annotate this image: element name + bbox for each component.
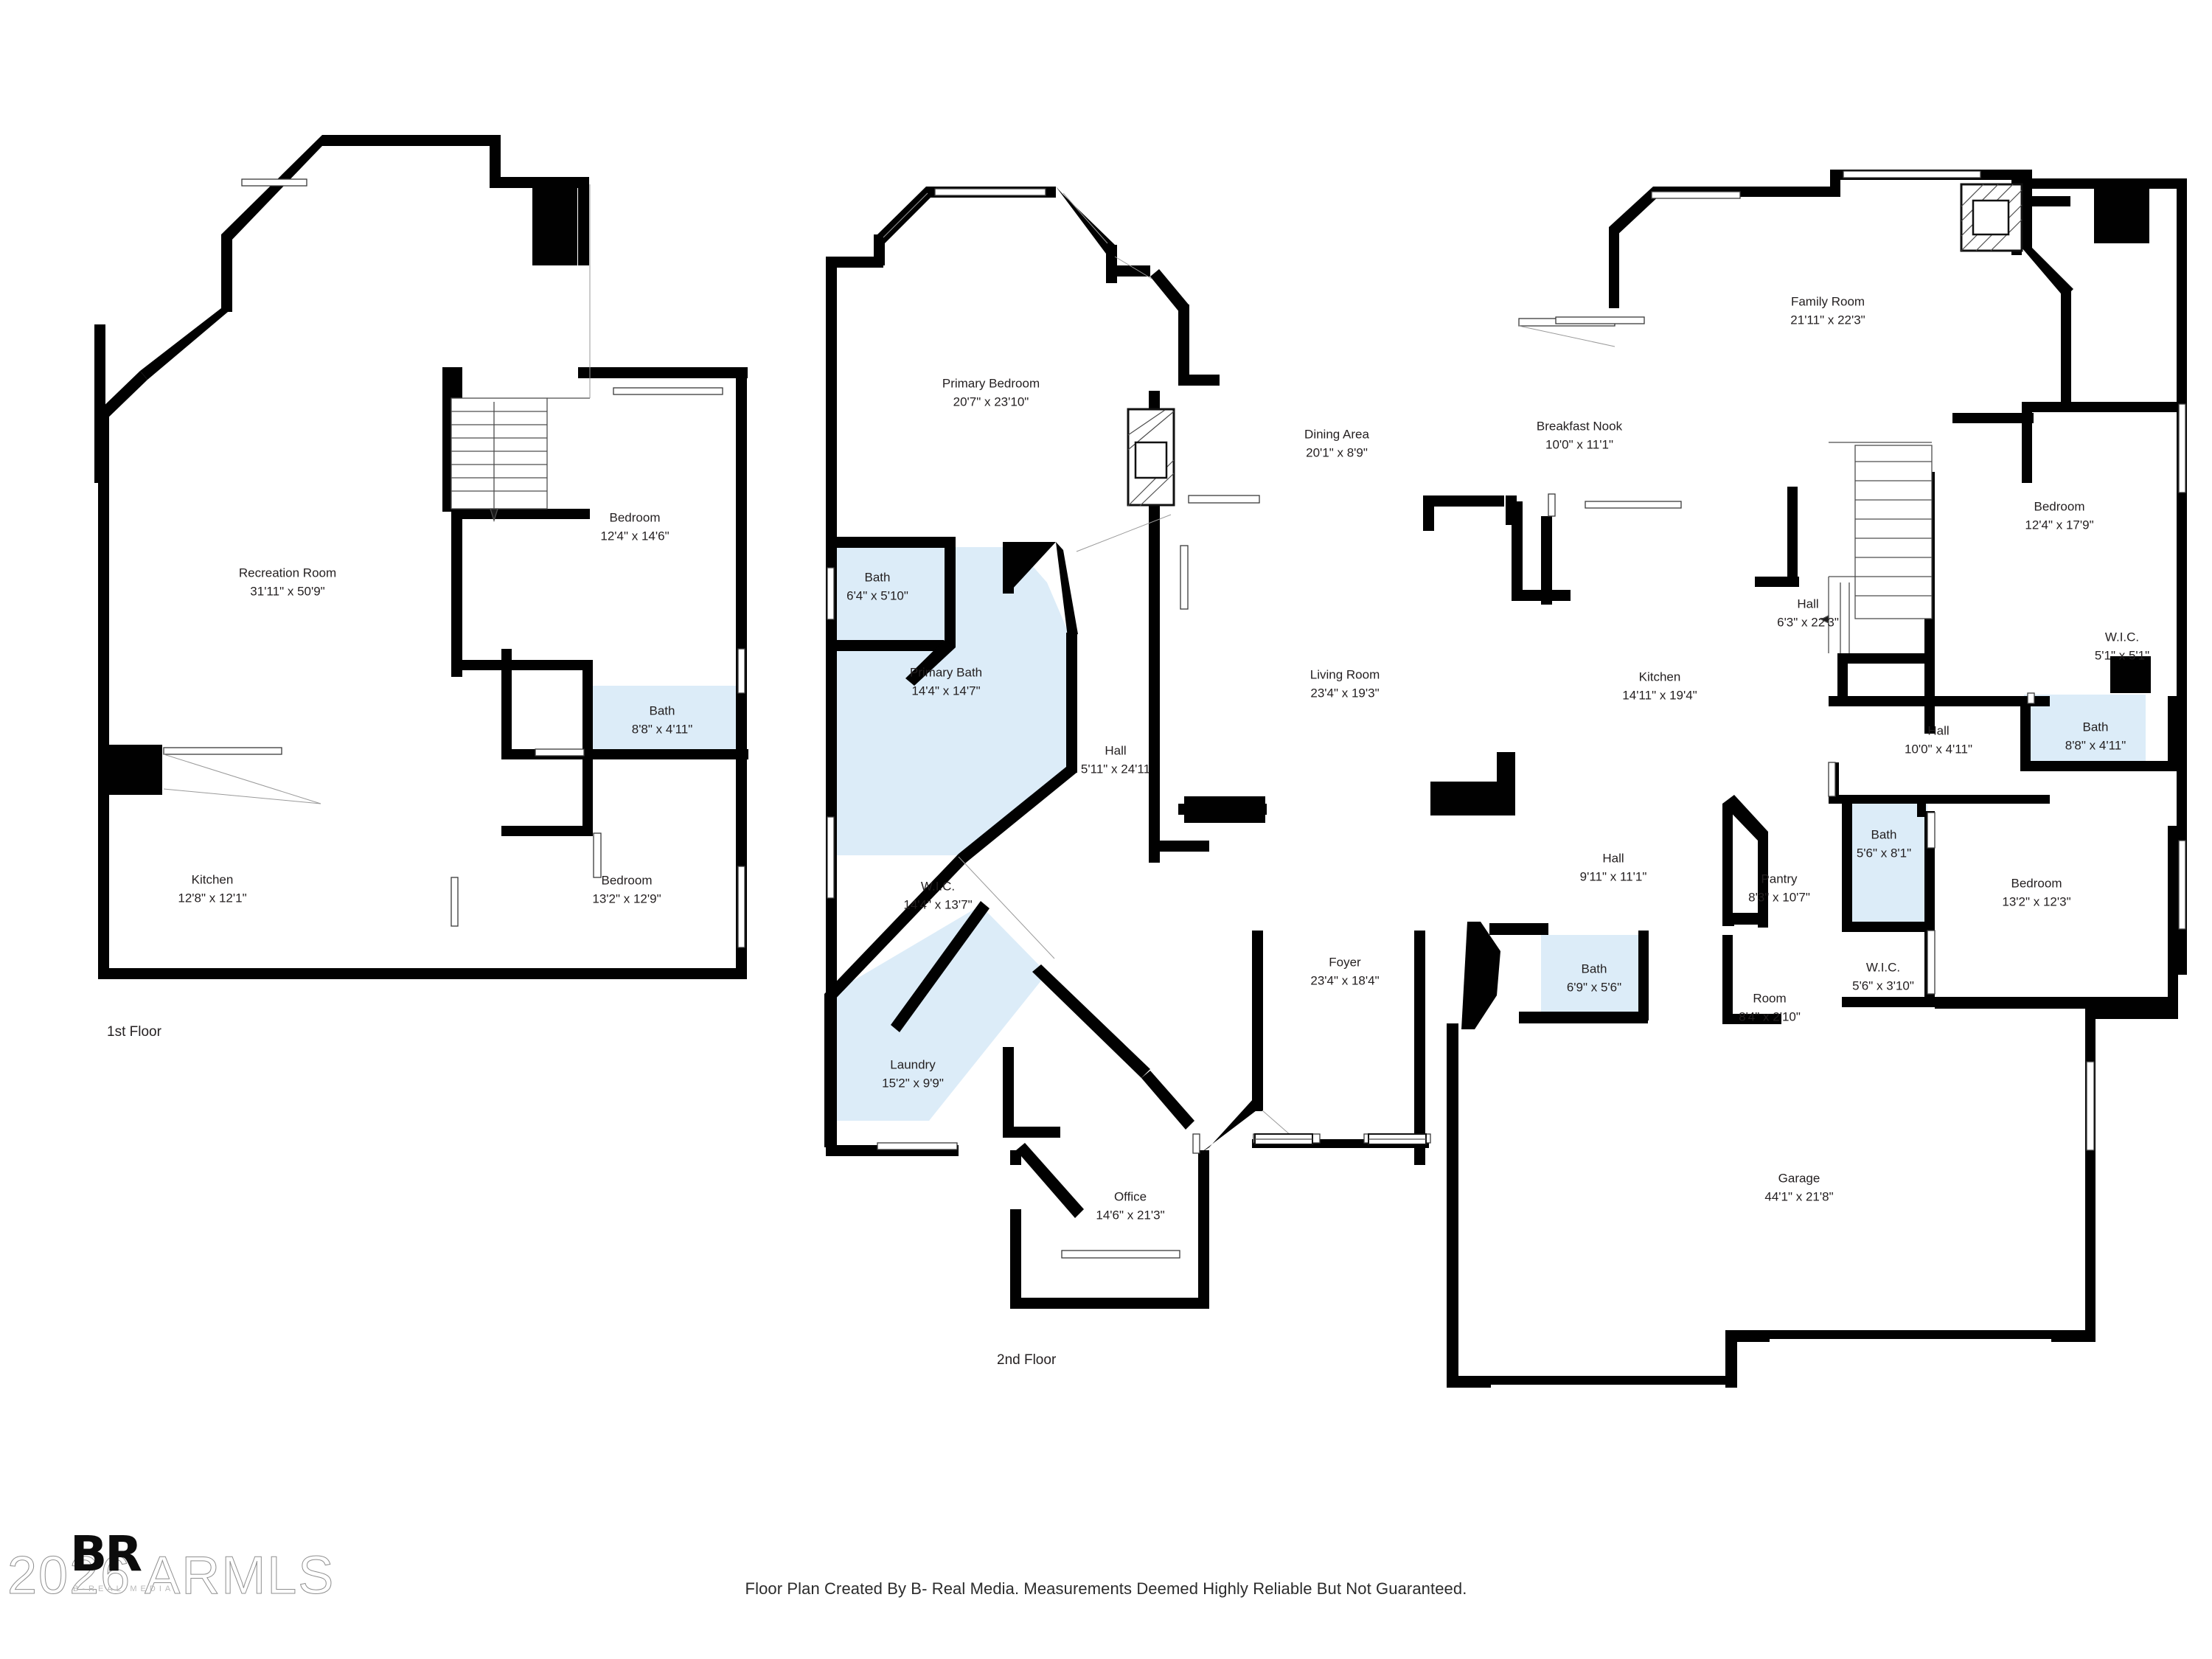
room-label: Kitchen [192,872,234,886]
room-dimension: 44'1" x 21'8" [1764,1189,1833,1203]
room-label: Hall [1927,723,1949,737]
first-floor-walls [94,135,748,979]
room-dimension: 8'8" x 4'11" [2065,738,2126,752]
room-dimension: 14'11" x 19'4" [1622,688,1697,702]
room-label: Bath [1582,961,1607,975]
room-label: Breakfast Nook [1537,419,1623,433]
room-label: Foyer [1329,955,1361,969]
room-dimension: 14'4" x 13'7" [903,897,972,911]
footer-disclaimer: Floor Plan Created By B- Real Media. Mea… [745,1579,1467,1598]
room-dimension: 14'6" x 21'3" [1096,1208,1164,1222]
room-dimension: 12'4" x 14'6" [600,529,669,543]
room-label: Laundry [890,1057,936,1071]
room-label: Hall [1797,597,1818,611]
first-floor-labels: Recreation Room 31'11" x 50'9" Bedroom 1… [178,510,692,905]
room-label: Bath [1871,827,1897,841]
room-label: Garage [1778,1171,1820,1185]
room-dimension: 20'1" x 8'9" [1306,445,1368,459]
room-dimension: 12'8" x 12'1" [178,891,246,905]
bath-fill-1f [586,686,741,754]
bath-fill-2f-a [832,547,950,650]
room-dimension: 13'2" x 12'9" [592,891,661,905]
room-dimension: 14'4" x 14'7" [911,684,980,698]
bath-fill-foyer [1541,935,1644,1015]
room-label: W.I.C. [1866,960,1900,974]
room-label: Bedroom [2011,876,2062,890]
room-label: Bedroom [602,873,653,887]
room-label: W.I.C. [2105,630,2139,644]
room-label: Hall [1105,743,1126,757]
room-label: Bath [2083,720,2109,734]
room-dimension: 6'3" x 22'3" [1777,615,1839,629]
room-label: Office [1114,1189,1147,1203]
room-dimension: 23'4" x 19'3" [1310,686,1379,700]
room-label: Dining Area [1304,427,1369,441]
room-label: Bedroom [2034,499,2085,513]
room-dimension: 31'11" x 50'9" [250,584,324,598]
first-floor-openings [163,178,745,948]
mls-watermark: 2026 ARMLS [7,1546,335,1606]
bath-fill-mid [1846,804,1927,922]
staircase-1f [451,397,590,523]
room-label: Pantry [1761,872,1798,886]
room-dimension: 21'11" x 22'3" [1790,313,1865,327]
room-label: Hall [1602,851,1624,865]
room-dimension: 8'4" x 2'10" [1739,1009,1801,1023]
room-dimension: 10'0" x 11'1" [1545,437,1613,451]
staircase-2f [1820,442,1933,653]
second-floor-bath-fills [826,547,2146,1121]
room-label: Kitchen [1639,669,1681,684]
brand-block: BR B-REAL MEDIA [70,1530,313,1618]
second-floor-plan: Primary Bedroom 20'7" x 23'10" Bath 6'4"… [824,170,2187,1388]
second-floor-right-walls [1447,170,2187,1388]
room-label: Bath [865,570,891,584]
room-dimension: 23'4" x 18'4" [1310,973,1379,987]
second-floor-labels: Primary Bedroom 20'7" x 23'10" Bath 6'4"… [846,294,2149,1222]
fireplace-hatch [1960,183,2023,252]
laundry-fill [826,905,1047,1121]
room-label: Primary Bedroom [942,376,1040,390]
room-label: Bedroom [610,510,661,524]
bath-fill-right [2024,695,2146,768]
room-dimension: 8'3" x 10'7" [1748,890,1810,904]
floor-caption-2nd: 2nd Floor [997,1352,1057,1368]
brand-subtitle: B-REAL MEDIA [73,1585,175,1593]
room-dimension: 5'6" x 8'1" [1857,846,1911,860]
brand-logo: BR [70,1526,142,1582]
floor-caption-1st: 1st Floor [107,1024,162,1040]
room-dimension: 5'1" x 5'1" [2095,648,2149,662]
room-dimension: 9'11" x 11'1" [1580,869,1647,883]
primary-bath-fill [832,547,1069,855]
first-floor-plan: Recreation Room 31'11" x 50'9" Bedroom 1… [94,135,748,1040]
room-dimension: 10'0" x 4'11" [1905,742,1972,756]
room-label: Bath [650,703,675,717]
room-dimension: 6'9" x 5'6" [1567,980,1621,994]
room-dimension: 15'2" x 9'9" [882,1076,944,1090]
room-dimension: 8'8" x 4'11" [632,722,693,736]
room-dimension: 6'4" x 5'10" [846,588,908,602]
room-label: Family Room [1791,294,1865,308]
room-label: Living Room [1310,667,1380,681]
room-label: Recreation Room [239,566,336,580]
room-label: Room [1753,991,1786,1005]
room-dimension: 5'6" x 3'10" [1852,978,1914,992]
entry-double-doors [1254,1133,1427,1145]
room-label: W.I.C. [921,879,955,893]
room-dimension: 20'7" x 23'10" [953,394,1029,408]
room-dimension: 13'2" x 12'3" [2002,894,2070,908]
room-label: Primary Bath [910,665,982,679]
room-dimension: 12'4" x 17'9" [2025,518,2093,532]
room-dimension: 5'11" x 24'11 [1081,762,1150,776]
fireplace-hatch-primary [1127,408,1175,507]
